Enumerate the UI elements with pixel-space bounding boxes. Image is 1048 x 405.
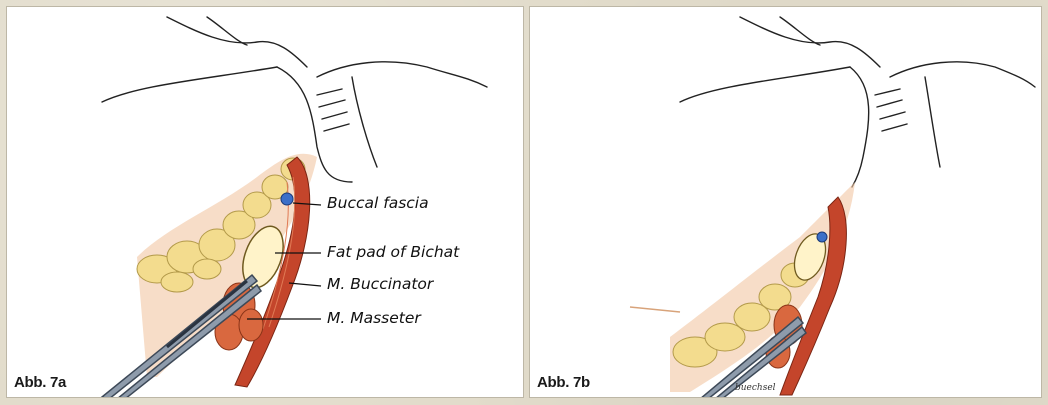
face-outline-lower (352, 77, 377, 167)
artist-signature: buechsel (735, 383, 776, 393)
illustration-7a (7, 7, 524, 398)
annotation-m-buccinator: M. Buccinator (327, 275, 433, 293)
tooth-lines-1 (875, 89, 907, 131)
face-outline-nose (680, 67, 850, 102)
retractor-line (630, 307, 680, 312)
face-outline-upper (167, 17, 307, 67)
face-outline-lower (925, 77, 940, 167)
annotation-m-masseter: M. Masseter (327, 309, 421, 327)
figure-label-7b: Abb. 7b (537, 374, 590, 391)
buccal-fascia-vessel (281, 193, 293, 205)
buccal-fascia-vessel (817, 232, 827, 242)
tooth-lines-1 (317, 89, 349, 131)
face-outline-lip (317, 62, 487, 87)
figure-panel-7a: Buccal fascia Fat pad of Bichat M. Bucci… (6, 6, 524, 398)
annotation-fat-pad-of-bichat: Fat pad of Bichat (327, 243, 459, 261)
fat-lobule (193, 259, 221, 279)
face-outline-nose (102, 67, 277, 102)
face-outline-cheek (850, 67, 869, 187)
illustration-7b (530, 7, 1042, 398)
leader-buccinator (289, 283, 321, 286)
figure-label-7a: Abb. 7a (14, 374, 66, 391)
figure-panel-7b: buechsel Abb. 7b (529, 6, 1042, 398)
face-outline-lip (890, 62, 1035, 87)
annotation-buccal-fascia: Buccal fascia (327, 194, 429, 212)
face-outline-upper (740, 17, 880, 67)
fat-lobule (161, 272, 193, 292)
